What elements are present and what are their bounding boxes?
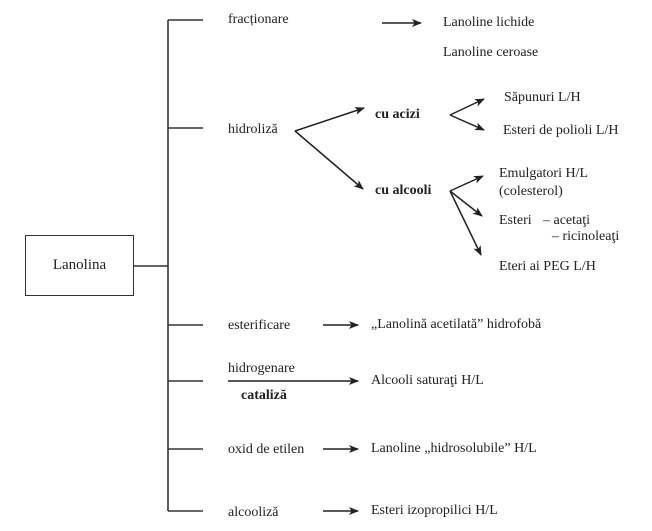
root-label: Lanolina: [52, 257, 107, 273]
arrow-acizi-esteri: [449, 114, 485, 131]
product-esteri: Esteri: [499, 213, 532, 228]
product-eteri-peg: Eteri ai PEG L/H: [499, 259, 596, 274]
product-emulgatori-note: (colesterol): [499, 184, 563, 199]
product-esteri-acetati: – acetaţi: [543, 213, 591, 228]
arrow-alcooli-esteri: [449, 190, 483, 217]
process-esterificare: esterificare: [228, 318, 291, 333]
process-oxid-de-etilen: oxid de etilen: [228, 442, 305, 457]
product-alcooli-saturati: Alcooli saturaţi H/L: [371, 373, 484, 388]
product-lanoline-lichide: Lanoline lichide: [443, 15, 535, 30]
product-lanoline-hidrosolubile: Lanoline „hidrosolubile” H/L: [371, 441, 537, 456]
process-fractionare: fracționare: [228, 12, 289, 27]
arrow-acizi-sapunuri: [449, 98, 485, 116]
product-esteri-izopropilici: Esteri izopropilici H/L: [371, 503, 498, 518]
product-lanolina-acetilata: „Lanolină acetilată” hidrofobă: [371, 317, 542, 332]
product-esteri-ricinoleati: – ricinoleaţi: [552, 229, 620, 244]
process-condition-cataliza: cataliză: [241, 388, 287, 403]
process-alcooliza: alcooliză: [228, 505, 279, 520]
branch-cu-alcooli: cu alcooli: [375, 183, 432, 198]
product-lanoline-ceroase: Lanoline ceroase: [443, 45, 539, 60]
branch-cu-acizi: cu acizi: [375, 107, 420, 122]
arrow-hidroliza-acizi: [294, 107, 365, 132]
process-hidroliza: hidroliză: [228, 122, 278, 137]
arrow-alcooli-eteri: [449, 190, 482, 256]
product-sapunuri: Săpunuri L/H: [504, 90, 581, 105]
product-esteri-polioli: Esteri de polioli L/H: [503, 123, 619, 138]
product-emulgatori: Emulgatori H/L: [499, 166, 589, 181]
arrow-hidroliza-alcooli: [294, 130, 364, 190]
arrow-alcooli-emulgatori: [449, 175, 484, 192]
process-hidrogenare: hidrogenare: [228, 361, 295, 376]
root-node-lanolina: Lanolina: [25, 235, 134, 296]
